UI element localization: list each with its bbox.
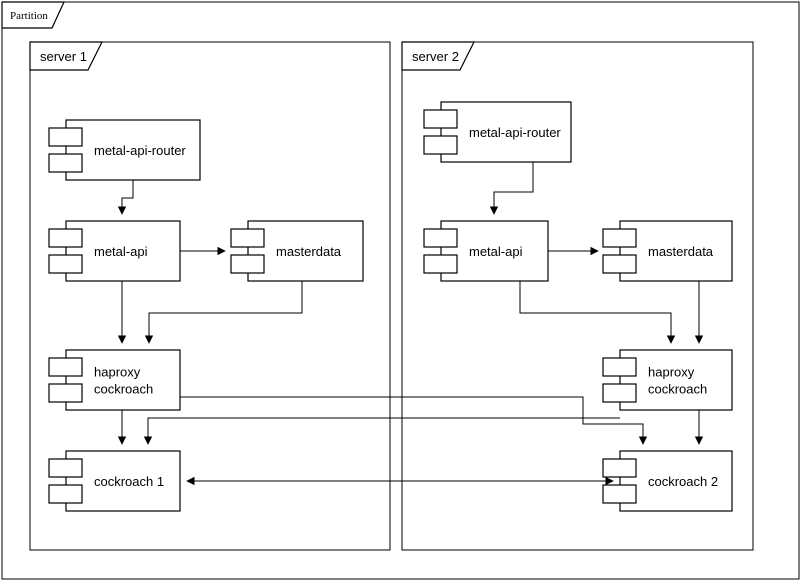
connection-haproxy2-to-cockroach1 xyxy=(143,417,620,445)
component-masterdata-1[interactable]: masterdata xyxy=(230,220,364,282)
component-icon-tab-upper-masterdata-1 xyxy=(230,228,265,248)
component-label-haproxy-cockroach-2: cockroach xyxy=(648,382,707,397)
component-icon-tab-upper-cockroach-2 xyxy=(602,458,637,478)
component-body-metal-api-router-2 xyxy=(440,101,572,163)
frame-label-server-1: server 1 xyxy=(40,49,87,64)
component-label-metal-api-2: metal-api xyxy=(469,244,523,259)
component-icon-tab-lower-masterdata-1 xyxy=(230,254,265,274)
frame-label-server-2: server 2 xyxy=(412,49,459,64)
component-icon-tab-upper-haproxy-cockroach-1 xyxy=(48,357,83,377)
component-label-cockroach-2: cockroach 2 xyxy=(648,474,718,489)
component-label-haproxy-cockroach-1: haproxy xyxy=(94,365,141,380)
component-icon-tab-lower-cockroach-2 xyxy=(602,484,637,504)
connection-metalapi2-to-haproxy2 xyxy=(519,281,676,344)
component-body-masterdata-1 xyxy=(247,220,364,282)
server-frames: server 1 server 2 xyxy=(29,41,754,551)
component-body-haproxy-cockroach-2 xyxy=(619,349,733,411)
component-icon-tab-lower-metal-api-router-2 xyxy=(423,135,458,155)
component-haproxy-cockroach-1[interactable]: haproxy cockroach xyxy=(48,349,181,411)
component-body-metal-api-2 xyxy=(440,220,549,282)
connection-haproxy1-to-cockroach2 xyxy=(180,396,648,445)
component-label-masterdata-2: masterdata xyxy=(648,244,714,259)
component-icon-tab-upper-haproxy-cockroach-2 xyxy=(602,357,637,377)
component-icon-tab-lower-metal-api-router-1 xyxy=(48,153,83,173)
component-label-metal-api-router-1: metal-api-router xyxy=(94,143,186,158)
component-cockroach-2[interactable]: cockroach 2 xyxy=(602,450,733,512)
component-body-haproxy-cockroach-1 xyxy=(65,349,181,411)
connection-router2-to-metalapi2 xyxy=(489,162,534,215)
component-body-metal-api-router-1 xyxy=(65,119,201,181)
components: metal-api-router metal-api masterdata hapro… xyxy=(48,101,733,512)
frame-border-server-2 xyxy=(401,41,754,551)
component-body-cockroach-2 xyxy=(619,450,733,512)
component-metal-api-router-2[interactable]: metal-api-router xyxy=(423,101,572,163)
component-body-cockroach-1 xyxy=(65,450,181,512)
component-body-masterdata-2 xyxy=(619,220,733,282)
frame-tab-server-1 xyxy=(29,41,103,71)
component-icon-tab-upper-metal-api-2 xyxy=(423,228,458,248)
connections xyxy=(117,162,704,486)
component-label-cockroach-1: cockroach 1 xyxy=(94,474,164,489)
component-icon-tab-lower-masterdata-2 xyxy=(602,254,637,274)
component-label-metal-api-1: metal-api xyxy=(94,244,148,259)
component-icon-tab-upper-cockroach-1 xyxy=(48,458,83,478)
partition-tab xyxy=(1,1,65,29)
component-icon-tab-upper-masterdata-2 xyxy=(602,228,637,248)
component-cockroach-1[interactable]: cockroach 1 xyxy=(48,450,181,512)
component-body-metal-api-1 xyxy=(65,220,181,282)
component-label-haproxy-cockroach-2: haproxy xyxy=(648,365,695,380)
component-icon-tab-lower-metal-api-1 xyxy=(48,254,83,274)
component-icon-tab-lower-haproxy-cockroach-2 xyxy=(602,383,637,403)
component-icon-tab-lower-metal-api-2 xyxy=(423,254,458,274)
component-metal-api-router-1[interactable]: metal-api-router xyxy=(48,119,201,181)
component-icon-tab-upper-metal-api-router-2 xyxy=(423,109,458,129)
component-metal-api-1[interactable]: metal-api xyxy=(48,220,181,282)
component-icon-tab-lower-haproxy-cockroach-1 xyxy=(48,383,83,403)
component-metal-api-2[interactable]: metal-api xyxy=(423,220,549,282)
frame-border-server-1 xyxy=(29,41,391,551)
component-icon-tab-upper-metal-api-1 xyxy=(48,228,83,248)
component-label-masterdata-1: masterdata xyxy=(276,244,342,259)
component-masterdata-2[interactable]: masterdata xyxy=(602,220,733,282)
component-icon-tab-upper-metal-api-router-1 xyxy=(48,127,83,147)
connection-router1-to-metalapi1 xyxy=(117,180,134,215)
frame-tab-server-2 xyxy=(401,41,475,71)
partition-label: Partition xyxy=(10,10,48,22)
component-icon-tab-lower-cockroach-1 xyxy=(48,484,83,504)
component-haproxy-cockroach-2[interactable]: haproxy cockroach xyxy=(602,349,733,411)
component-label-metal-api-router-2: metal-api-router xyxy=(469,125,561,140)
connection-masterdata1-to-haproxy1 xyxy=(144,281,303,344)
component-label-haproxy-cockroach-1: cockroach xyxy=(94,382,153,397)
